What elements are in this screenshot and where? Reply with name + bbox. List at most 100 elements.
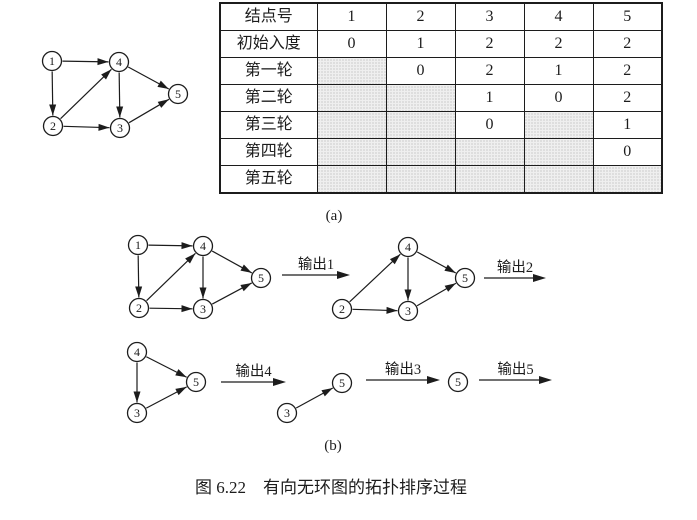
value-cell: 0 [316,30,387,58]
value-cell: 1 [523,57,594,85]
graph-node-4: 4 [108,51,130,73]
value-cell: 3 [454,2,525,31]
flow-arrow-3: 输出4 [221,363,286,386]
graph-edge-1-to-2 [49,71,57,116]
node-circle [185,371,207,393]
shaded-cell [316,165,387,194]
node-circle [447,371,469,393]
node-label: 2 [136,301,142,315]
node-circle [167,83,189,105]
node-label: 1 [49,54,55,68]
node-circle [128,297,150,319]
node-label: 2 [339,302,345,316]
shaded-cell [385,84,456,112]
graph-node-3: 3 [192,298,214,320]
value-cell: 1 [592,111,663,139]
shaded-cell [523,138,594,166]
graph-edge-2-to-3 [352,306,398,314]
figure-caption: 图 6.22 有向无环图的拓扑排序过程 [195,478,467,497]
flow-arrow-label: 输出5 [497,361,533,378]
row-label: 结点号 [219,2,318,31]
graph-node-4: 4 [397,236,419,258]
flow-arrow-label: 输出1 [298,256,334,273]
flow-arrow-label: 输出2 [497,259,533,276]
graph-node-5: 5 [331,372,353,394]
graph-edge-4-to-5 [127,66,170,90]
node-label: 4 [116,55,122,69]
shaded-cell [316,84,387,112]
graph-node-5: 5 [167,83,189,105]
row-label: 第三轮 [219,111,318,139]
node-label: 5 [193,375,199,389]
flow-arrow-4: 输出3 [366,361,440,384]
node-label: 3 [284,406,290,420]
node-label: 2 [50,119,56,133]
row-label: 第一轮 [219,57,318,85]
value-cell: 4 [523,2,594,31]
shaded-cell [385,138,456,166]
value-cell: 2 [592,84,663,112]
graph-node-5: 5 [447,371,469,393]
graph-node-2: 2 [128,297,150,319]
graph-node-1: 1 [41,50,63,72]
graph-edge-2-to-4 [349,253,401,303]
graph-node-4: 4 [192,235,214,257]
graph-edge-4-to-3 [199,256,207,299]
node-label: 3 [117,121,123,135]
table-row-6: 第五轮 [219,165,663,194]
graph-edge-2-to-3 [149,305,193,313]
node-circle [41,50,63,72]
node-circle [397,236,419,258]
graph-edge-4-to-5 [146,356,187,378]
graph-step3: 35 [276,372,353,424]
shaded-cell [385,111,456,139]
flow-arrow-label: 输出3 [385,361,421,378]
graph-edge-3-to-5 [146,386,187,409]
graph-edge-3-to-5 [416,282,457,307]
graph-initial: 1 2 3 4 5 [41,50,189,139]
value-cell: 0 [385,57,456,85]
value-cell: 2 [523,30,594,58]
graph-edge-4-to-5 [416,251,457,274]
shaded-cell [454,165,525,194]
value-cell: 1 [454,84,525,112]
value-cell: 2 [592,30,663,58]
node-label: 5 [339,376,345,390]
shaded-cell [523,165,594,194]
graph-node-3: 3 [276,402,298,424]
graph-edge-4-to-3 [404,257,412,301]
node-circle [108,51,130,73]
graph-edge-2-to-3 [63,123,110,131]
node-circle [109,117,131,139]
node-circle [397,300,419,322]
node-circle [192,298,214,320]
graph-node-1: 1 [127,234,149,256]
row-label: 第四轮 [219,138,318,166]
value-cell: 1 [385,30,456,58]
graph-node-5: 5 [454,267,476,289]
graph-node-3: 3 [126,402,148,424]
node-circle [331,298,353,320]
value-cell: 0 [592,138,663,166]
table-row-5: 第四轮 0 [219,138,663,166]
node-circle [276,402,298,424]
value-cell: 2 [454,57,525,85]
graph-edge-1-to-2 [135,255,143,298]
node-label: 5 [462,271,468,285]
graph-node-2: 2 [42,115,64,137]
node-label: 5 [455,375,461,389]
graph-edge-4-to-3 [116,72,124,118]
graph-step4: 5 [447,371,469,393]
subfigure-a-label: (a) [325,208,343,224]
graph-edge-3-to-5 [211,282,253,305]
value-cell: 0 [523,84,594,112]
